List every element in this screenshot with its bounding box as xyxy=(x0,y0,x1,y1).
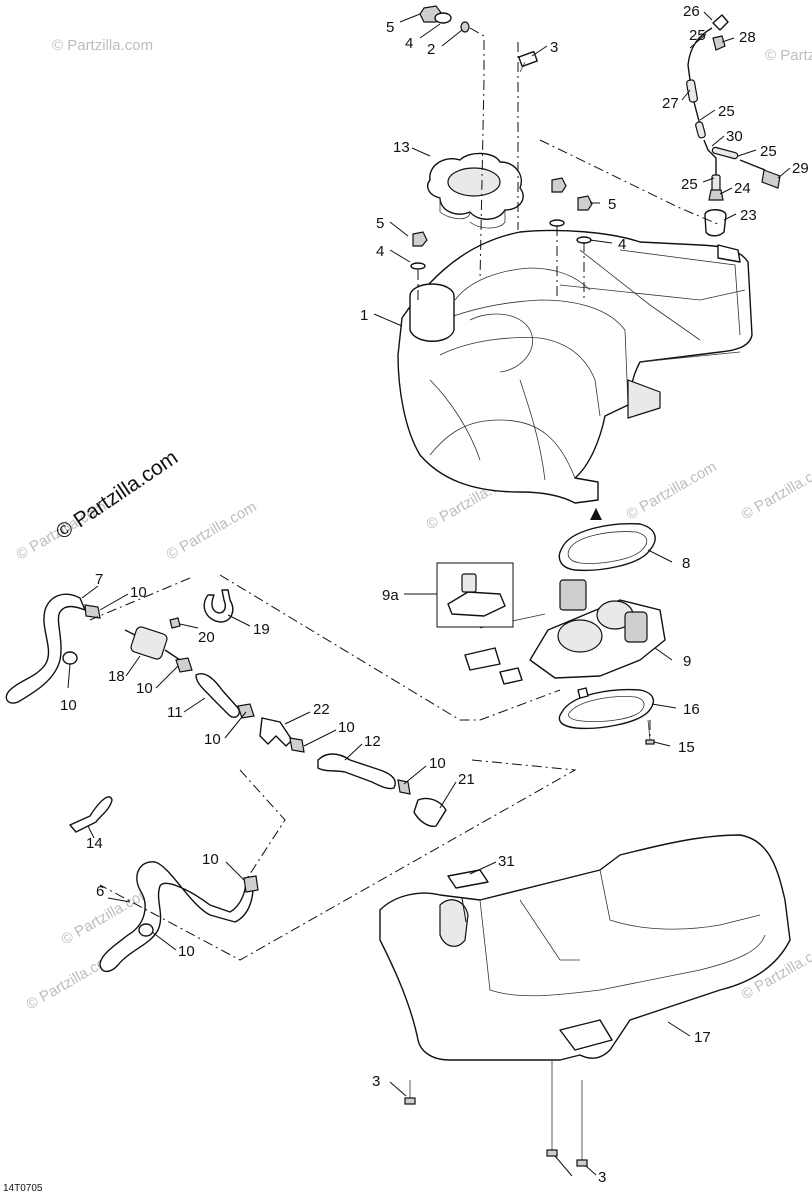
callout-5: 5 xyxy=(608,196,616,213)
bolts-part-3 xyxy=(404,1060,588,1167)
callout-10: 10 xyxy=(178,943,195,960)
callout-27: 27 xyxy=(662,95,679,112)
fuel-cap-part-13 xyxy=(427,152,524,229)
leader-lines xyxy=(67,11,791,1177)
callout-10: 10 xyxy=(202,851,219,868)
pump-gasket-part-8 xyxy=(558,523,656,572)
pump-gasket-part-16 xyxy=(558,688,655,730)
callout-25: 25 xyxy=(689,27,706,44)
callout-22: 22 xyxy=(313,701,330,718)
callout-17: 17 xyxy=(694,1029,711,1046)
callout-24: 24 xyxy=(734,180,751,197)
callout-3: 3 xyxy=(372,1073,380,1090)
callout-8: 8 xyxy=(682,555,690,572)
callout-4: 4 xyxy=(376,243,384,260)
callout-3: 3 xyxy=(598,1169,606,1186)
callout-13: 13 xyxy=(393,139,410,156)
watermark-tile: © Partzilla.com xyxy=(739,458,812,523)
fitting-part-22 xyxy=(259,717,305,753)
callout-15: 15 xyxy=(678,739,695,756)
cable-tie-part-14 xyxy=(69,796,113,833)
fuel-hose-part-6 xyxy=(99,861,259,973)
callout-9a: 9a xyxy=(382,587,399,604)
callout-26: 26 xyxy=(683,3,700,20)
connector-part-21 xyxy=(413,797,447,827)
callout-28: 28 xyxy=(739,29,756,46)
callout-14: 14 xyxy=(86,835,103,852)
fuel-pump-part-9 xyxy=(464,579,666,685)
callout-4: 4 xyxy=(405,35,413,52)
watermark-tile: © Partzilla.com xyxy=(164,498,260,563)
callout-23: 23 xyxy=(740,207,757,224)
callout-31: 31 xyxy=(498,853,515,870)
callout-3: 3 xyxy=(550,39,558,56)
assembly-dashed-lines xyxy=(89,27,721,961)
fuel-hose-part-11 xyxy=(195,673,255,719)
watermark-main: © Partzilla.com xyxy=(52,446,182,544)
callout-5: 5 xyxy=(376,215,384,232)
callout-25: 25 xyxy=(718,103,735,120)
callout-10: 10 xyxy=(429,755,446,772)
fuel-tank-part-1 xyxy=(397,229,753,504)
callout-1: 1 xyxy=(360,307,368,324)
vent-line-assembly xyxy=(686,14,781,237)
callout-7: 7 xyxy=(95,571,103,588)
fuel-filter-part-18 xyxy=(124,626,193,673)
callout-20: 20 xyxy=(198,629,215,646)
callout-10: 10 xyxy=(130,584,147,601)
callout-12: 12 xyxy=(364,733,381,750)
bumper-part-31 xyxy=(447,869,489,889)
callout-19: 19 xyxy=(253,621,270,638)
callout-30: 30 xyxy=(726,128,743,145)
callout-25: 25 xyxy=(681,176,698,193)
nut-and-washer-top xyxy=(419,5,538,73)
callout-25: 25 xyxy=(760,143,777,160)
clamp-part-19-20 xyxy=(169,589,234,629)
callout-29: 29 xyxy=(792,160,809,177)
watermark-tile: © Partzilla.com xyxy=(52,37,153,54)
callout-10: 10 xyxy=(136,680,153,697)
callout-2: 2 xyxy=(427,41,435,58)
callout-4: 4 xyxy=(618,236,626,253)
pump-inset-part-9a xyxy=(436,562,514,628)
callout-10: 10 xyxy=(204,731,221,748)
callout-6: 6 xyxy=(96,883,104,900)
callout-5: 5 xyxy=(386,19,394,36)
drawing-reference-code: 14T0705 xyxy=(3,1183,43,1194)
tank-support-part-17 xyxy=(379,834,791,1061)
callout-9: 9 xyxy=(683,653,691,670)
screws-part-15 xyxy=(577,687,655,745)
callout-18: 18 xyxy=(108,668,125,685)
callout-10: 10 xyxy=(60,697,77,714)
fuel-hose-part-12 xyxy=(317,753,411,795)
callout-10: 10 xyxy=(338,719,355,736)
watermark-tile: © Partzilla.com xyxy=(765,47,812,64)
callout-16: 16 xyxy=(683,701,700,718)
callout-21: 21 xyxy=(458,771,475,788)
watermark-tile: © Partzilla.com xyxy=(624,458,720,523)
callout-labels: 5 4 2 3 13 5 4 5 4 1 26 25 28 27 25 30 2… xyxy=(60,3,809,1186)
fuel-hose-part-7 xyxy=(5,593,101,704)
nut-and-washer-mid xyxy=(410,177,593,270)
callout-11: 11 xyxy=(167,704,183,721)
